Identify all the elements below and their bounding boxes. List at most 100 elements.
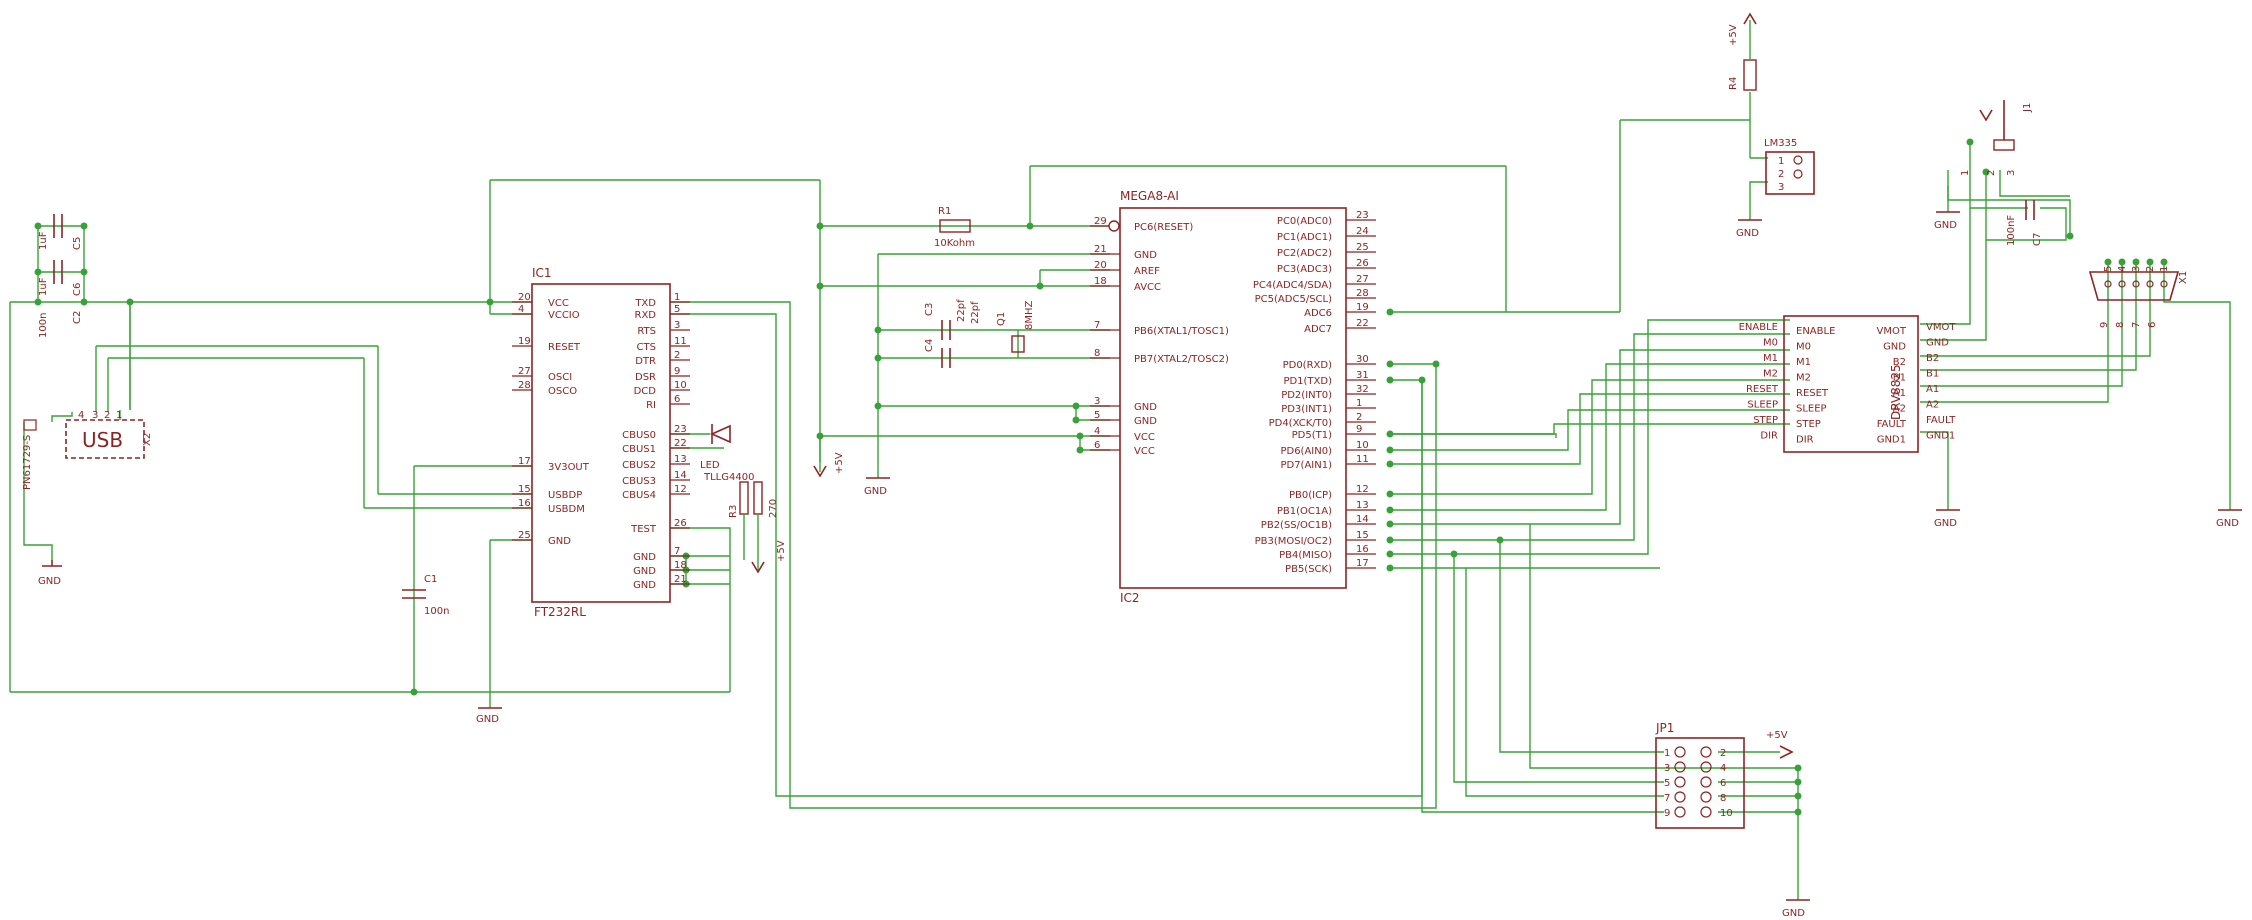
drv-pin-name: FAULT: [1877, 419, 1907, 430]
c3-value: 22pf: [956, 299, 967, 322]
drv-pin-name: M0: [1796, 342, 1811, 353]
pin-number: 20: [518, 292, 531, 303]
wire-step: [1390, 409, 1790, 451]
drv-net-label: RESET: [1746, 384, 1779, 395]
ic1-body: [531, 283, 671, 603]
pin-number: 7: [674, 546, 680, 557]
pin-name: CTS: [637, 342, 656, 353]
pin-name: PB0(ICP): [1289, 490, 1332, 501]
drv-net-label: M0: [1763, 338, 1778, 349]
pin-name: PB7(XTAL2/TOSC2): [1134, 354, 1229, 365]
junction: [34, 268, 42, 276]
pin-name: GND: [633, 580, 656, 591]
jp1-pad: [1700, 776, 1712, 788]
junction: [1386, 550, 1394, 558]
pin-name: GND: [1134, 402, 1157, 413]
wire-jp-5: [1453, 554, 1664, 783]
pin-number: 21: [674, 574, 687, 585]
junction: [1794, 764, 1802, 772]
drv-pin-name: VMOT: [1877, 326, 1907, 337]
wire-usb-shield: [23, 422, 53, 560]
pin-number: 19: [1356, 302, 1369, 313]
pin-name: PD0(RXD): [1283, 360, 1332, 371]
pin-name: USBDM: [548, 504, 585, 515]
junction: [1794, 808, 1802, 816]
junction: [1418, 376, 1426, 384]
c5-name: C5: [72, 237, 83, 250]
jp1-pad: [1674, 791, 1686, 803]
crystal-group: C3 22pf C4 22pf Q1 8MHZ: [924, 299, 1035, 368]
lm335-body: [1765, 151, 1815, 195]
pin-number: 13: [674, 454, 687, 465]
drv-net-label: GND1: [1926, 431, 1955, 442]
wire-jp-7: [1465, 568, 1664, 797]
junction: [1386, 490, 1394, 498]
junction: [80, 298, 88, 306]
drv-net-label: ENABLE: [1739, 322, 1778, 333]
pin-name: PC5(ADC5/SCL): [1255, 294, 1332, 305]
vcc-label: +5V: [834, 452, 845, 474]
junction: [1794, 778, 1802, 786]
drv-net-label: M2: [1763, 369, 1778, 380]
pin-name: GND: [548, 536, 571, 547]
junction: [1076, 446, 1084, 454]
pin-name: PD2(INT0): [1281, 390, 1332, 401]
jp1-pad: [1674, 761, 1686, 773]
ic2-body: [1119, 207, 1347, 589]
pin-number: 9: [674, 366, 680, 377]
pin-name: DSR: [635, 372, 656, 383]
junction: [2160, 258, 2168, 266]
x1-pin-number: 8: [2115, 322, 2126, 328]
drv-name: DRV8825: [1889, 364, 1903, 420]
junction: [1026, 222, 1034, 230]
arrow-5v: [1743, 12, 1757, 25]
q1-body: [1011, 335, 1025, 353]
pin-name: CBUS3: [622, 476, 656, 487]
wire-j1-1: [1947, 170, 2071, 236]
wire-left-vcc: [10, 301, 131, 410]
junction: [816, 222, 824, 230]
pin-number: 23: [1356, 210, 1369, 221]
pin-name: ADC6: [1304, 308, 1332, 319]
junction: [1072, 402, 1080, 410]
pin-number: 3: [1094, 396, 1100, 407]
gnd-symbols-right: GND GND: [1934, 509, 2242, 529]
c5-value: 1uF: [38, 231, 49, 250]
led-group: LED TLLG4400 R3 270 +5V: [700, 424, 787, 574]
x2-value: PN61729-S: [22, 435, 33, 490]
wire-sleep: [1390, 393, 1790, 465]
junction: [1386, 446, 1394, 454]
wire-vmot: [1920, 142, 1971, 325]
wire-usb-gnd: [51, 412, 73, 422]
x1-pin-number: 9: [2099, 322, 2110, 328]
drv-pin-name: DIR: [1796, 435, 1814, 446]
jp1-pad: [1674, 746, 1686, 758]
pin-number: 18: [674, 560, 687, 571]
pin-name: GND: [633, 552, 656, 563]
wire-txd: [670, 301, 1437, 809]
x1-pin-number: 7: [2131, 322, 2142, 328]
wires: [9, 92, 2231, 900]
lm335: LM335 1 2 3 R4 +5V GND: [1728, 12, 1815, 239]
pin-name: PB1(OC1A): [1277, 506, 1332, 517]
jp1-pin-number: 10: [1720, 808, 1733, 819]
jp1-pin-number: 8: [1720, 793, 1726, 804]
pin-name: OSCI: [548, 372, 572, 383]
pin-name: PC6(RESET): [1134, 222, 1193, 233]
pin-name: RESET: [548, 342, 581, 353]
drv-pin-name: M1: [1796, 357, 1811, 368]
x1-pin-number: 4: [2117, 266, 2128, 272]
pin-name: CBUS1: [622, 444, 656, 455]
pin-number: 28: [1356, 288, 1369, 299]
pin-name: DCD: [634, 386, 657, 397]
junction: [1496, 536, 1504, 544]
x1-pin-number: 3: [2131, 266, 2142, 272]
junction: [1966, 138, 1974, 146]
pin-name: CBUS0: [622, 430, 656, 441]
pin-number: 17: [1356, 558, 1369, 569]
j1-pin: 1: [1960, 170, 1971, 176]
gnd-label: GND: [864, 486, 887, 497]
